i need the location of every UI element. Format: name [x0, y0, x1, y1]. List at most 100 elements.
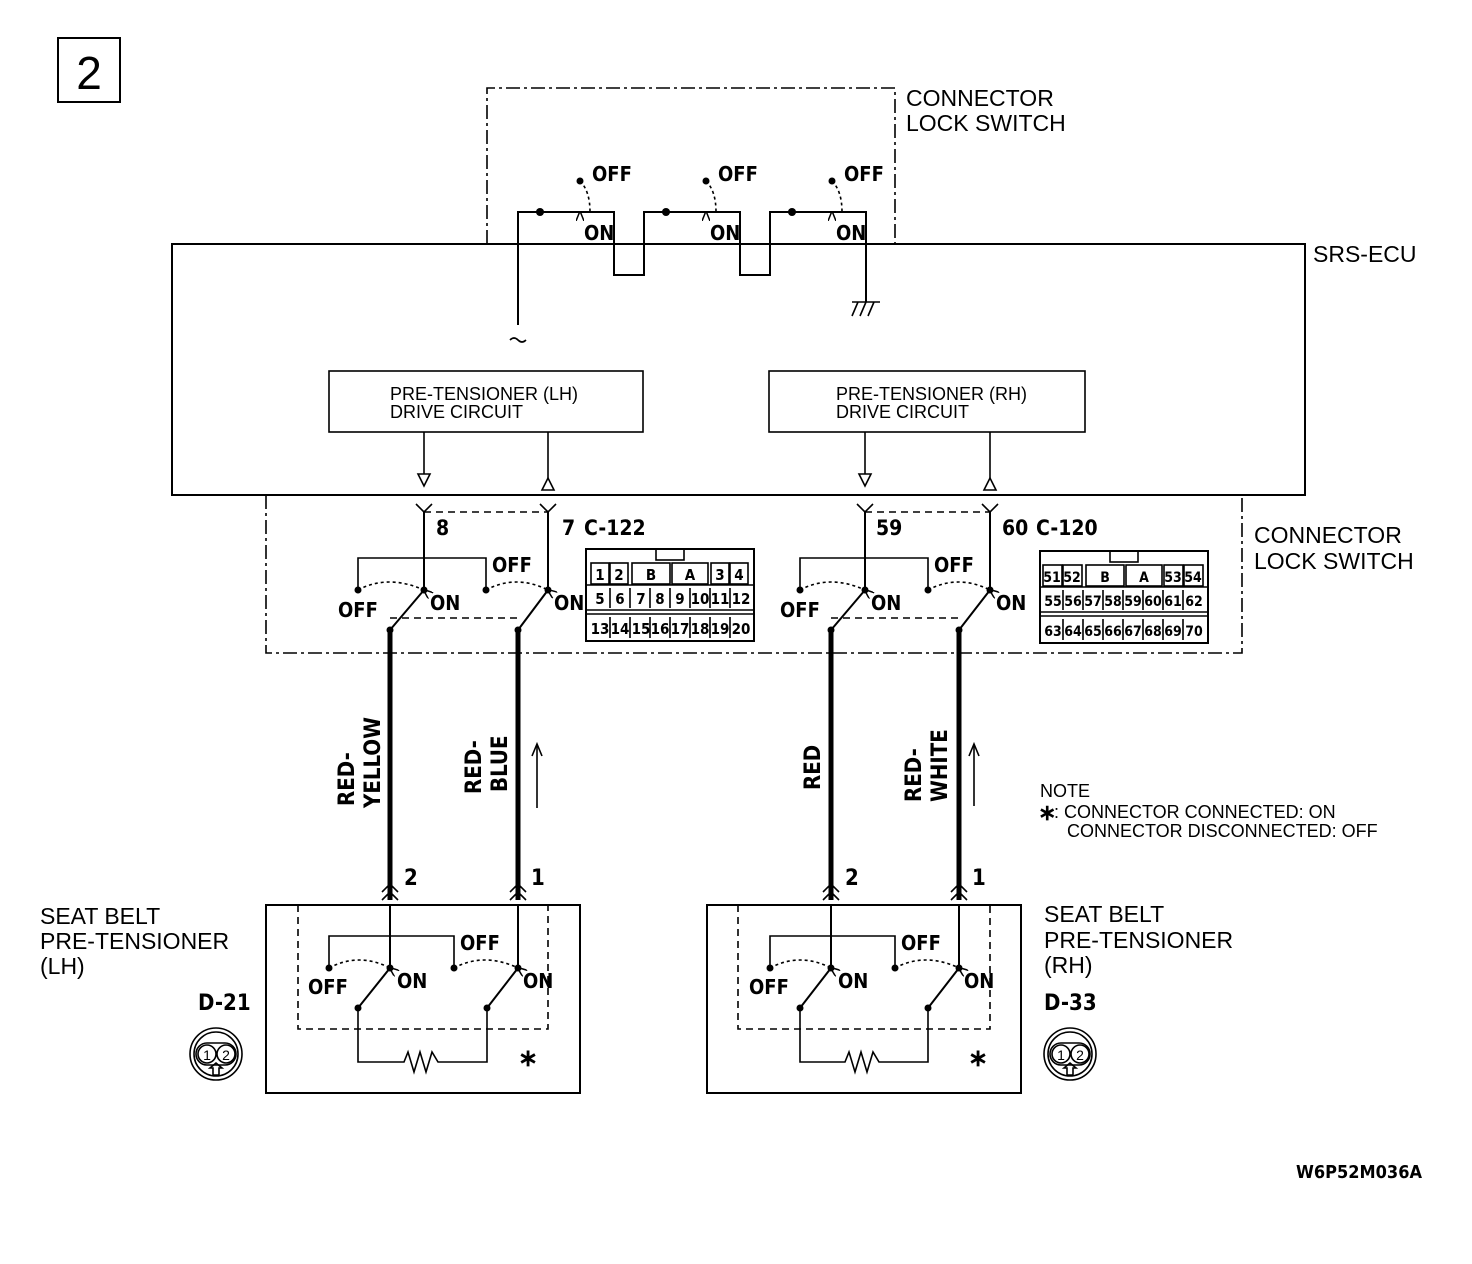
c120-cell: 69 [1164, 624, 1182, 640]
wire-lh-left-label-2: YELLOW [361, 717, 386, 809]
c120-connector-face: 51 52 B A 53 54 55 56 57 58 59 60 61 62 … [1039, 550, 1209, 644]
c122-cell: 4 [734, 566, 743, 584]
top-switch-3: OFF ON [788, 162, 884, 245]
resistor-icon [799, 1008, 929, 1075]
c120-pin-left: 59 [876, 516, 902, 540]
top-switch-2: OFF ON [662, 162, 758, 245]
c122-right-on: ON [554, 591, 584, 615]
lh-drive-circuit-line1: PRE-TENSIONER (LH) [390, 384, 578, 404]
c120-left-off: OFF [780, 598, 820, 622]
c120-cell: 68 [1144, 624, 1162, 640]
connector-face-icon: 1 2 [1043, 1027, 1097, 1081]
c120-cell: 66 [1104, 624, 1122, 640]
c120-cell: 51 [1043, 570, 1061, 586]
c120-cell: 56 [1064, 594, 1082, 610]
c120-row3: 63 64 65 66 67 68 69 70 [1044, 624, 1203, 640]
c120-cell: 59 [1124, 594, 1142, 610]
c120-cell: 67 [1124, 624, 1142, 640]
note: NOTE ∗ : CONNECTOR CONNECTED: ON CONNECT… [1038, 781, 1378, 841]
wire-lh-left-label-1: RED- [335, 752, 360, 806]
top-switch-1-off: OFF [592, 162, 632, 186]
top-lock-switch-label-line1: CONNECTOR [906, 85, 1054, 111]
srs-ecu: SRS-ECU PRE-TENSIONER (LH) DRIVE CIRCUIT… [171, 241, 1417, 496]
top-switch-3-off: OFF [844, 162, 884, 186]
lh-left-off: OFF [308, 975, 348, 999]
c120-cell: 55 [1044, 594, 1062, 610]
rh-connector-pin: 2 [1076, 1047, 1084, 1063]
rh-pin-right: 1 [972, 866, 986, 891]
c120-cell: 58 [1104, 594, 1122, 610]
wire-lh-right-label-1: RED- [462, 740, 487, 794]
srs-ecu-label: SRS-ECU [1313, 241, 1417, 267]
top-switch-2-on: ON [710, 221, 740, 245]
c122-connector-id: C-122 [584, 516, 646, 540]
c120-row1: 51 52 B A 53 54 [1042, 564, 1204, 587]
top-switch-2-off: OFF [718, 162, 758, 186]
c122-row1: 1 2 B A 3 4 [590, 562, 749, 585]
rh-pretensioner-label-3: (RH) [1044, 952, 1093, 978]
lh-right-on: ON [523, 969, 553, 993]
rh-drive-circuit-line2: DRIVE CIRCUIT [836, 402, 969, 422]
lh-pretensioner-label-3: (LH) [40, 953, 85, 979]
rh-pretensioner: SEAT BELT PRE-TENSIONER (RH) D-33 2 1 OF… [706, 866, 1233, 1094]
c122-cell: 13 [591, 620, 610, 638]
top-lock-switch-label-line2: LOCK SWITCH [906, 110, 1066, 136]
c122-cell: 9 [675, 590, 684, 608]
c122-row3: 13 14 15 16 17 18 19 20 [591, 620, 751, 638]
c120-cell: 63 [1044, 624, 1062, 640]
wire-rh-right-label-2: WHITE [928, 729, 953, 802]
c120-cell: 62 [1185, 594, 1203, 610]
c122-cell: 20 [732, 620, 751, 638]
harness-wires: RED- YELLOW RED- BLUE RED RED- WHITE [335, 630, 980, 900]
c120-cell: 53 [1164, 570, 1182, 586]
c122-cell: 15 [632, 620, 651, 638]
lh-left-on: ON [397, 969, 427, 993]
connector-lock-switch-region: CONNECTOR LOCK SWITCH [265, 495, 1414, 654]
rh-connector-pin: 1 [1057, 1047, 1065, 1063]
top-switch-1-on: ON [584, 221, 614, 245]
rh-drive-circuit: PRE-TENSIONER (RH) DRIVE CIRCUIT [768, 370, 1086, 491]
note-line1: : CONNECTOR CONNECTED: ON [1054, 802, 1336, 822]
c122-pin-right: 7 [562, 516, 575, 540]
c122-cell: A [685, 566, 696, 584]
wire-lh-right-label-2: BLUE [488, 735, 513, 792]
c122-switch-group: 8 7 C-122 OFF ON OFF ON [338, 503, 646, 634]
top-switch-1: OFF ON [536, 162, 632, 245]
c120-left-on: ON [871, 591, 901, 615]
c122-cell: 19 [711, 620, 730, 638]
connector-face-icon: 1 2 [189, 1027, 243, 1081]
rh-pretensioner-label-2: PRE-TENSIONER [1044, 927, 1233, 953]
lock-switch-label-line2: LOCK SWITCH [1254, 548, 1414, 574]
c122-cell: 12 [732, 590, 751, 608]
section-number: 2 [76, 47, 102, 99]
c120-cell: 54 [1184, 570, 1202, 586]
c122-pin-left: 8 [436, 516, 449, 540]
c122-row2: 5 6 7 8 9 10 11 12 [595, 590, 750, 608]
section-number-box: 2 [57, 37, 121, 103]
c122-cell: 14 [611, 620, 630, 638]
rh-connector-id: D-33 [1044, 991, 1097, 1016]
lh-connector-id: D-21 [198, 991, 251, 1016]
c122-cell: 5 [595, 590, 604, 608]
rh-left-off: OFF [749, 975, 789, 999]
c120-cell: B [1100, 570, 1110, 586]
c120-pin-right: 60 [1002, 516, 1028, 540]
current-arrow-icon [531, 741, 543, 808]
c122-connector-face: 1 2 B A 3 4 5 6 7 8 9 10 11 12 13 14 15 … [585, 548, 755, 642]
lh-right-off: OFF [460, 931, 500, 955]
top-switch-3-on: ON [836, 221, 866, 245]
c120-cell: 61 [1164, 594, 1182, 610]
c122-cell: 11 [711, 590, 730, 608]
lh-drive-circuit: PRE-TENSIONER (LH) DRIVE CIRCUIT [328, 370, 644, 491]
lh-connector-pin: 2 [222, 1047, 230, 1063]
lh-pin-left: 2 [404, 866, 418, 891]
c122-cell: 6 [615, 590, 624, 608]
rh-left-on: ON [838, 969, 868, 993]
c120-cell: 52 [1063, 570, 1081, 586]
c122-right-off: OFF [492, 553, 532, 577]
rh-pin-left: 2 [845, 866, 859, 891]
c122-cell: 3 [715, 566, 724, 584]
c122-cell: 8 [655, 590, 664, 608]
top-connector-lock-switch: CONNECTOR LOCK SWITCH OFF ON OFF ON [486, 85, 1066, 343]
